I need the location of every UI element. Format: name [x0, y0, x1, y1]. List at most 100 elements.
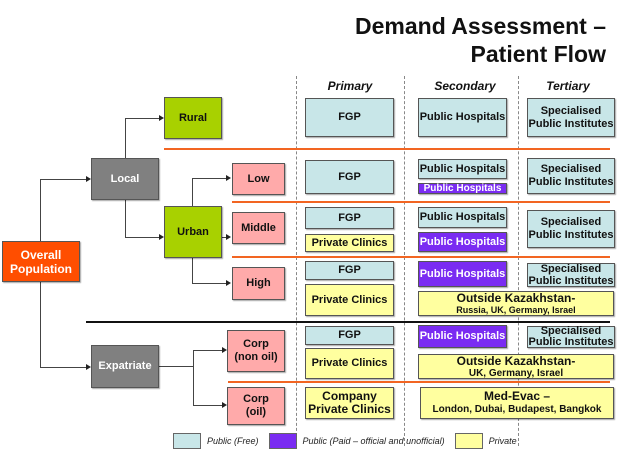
middle-primary-private-clinics[interactable]: Private Clinics	[305, 234, 394, 252]
legend-label: Private	[488, 436, 517, 446]
cell-label-line: Public Institutes	[528, 336, 614, 348]
corp-non-oil-outside-kazakhstan[interactable]: Outside Kazakhstan- UK, Germany, Israel	[418, 354, 614, 379]
legend-swatch-public-free	[173, 433, 201, 449]
connector-line	[40, 179, 41, 241]
legend-label: Public (Paid – official and unofficial)	[302, 436, 445, 446]
node-high[interactable]: High	[232, 267, 285, 300]
column-divider	[518, 76, 519, 446]
connector-line	[192, 178, 193, 216]
arrow-head-icon	[86, 364, 91, 370]
high-outside-kazakhstan[interactable]: Outside Kazakhstan- Russia, UK, Germany,…	[418, 291, 614, 316]
column-divider	[296, 76, 297, 446]
low-secondary-public-free[interactable]: Public Hospitals	[418, 159, 507, 179]
connector-line	[193, 405, 224, 406]
node-corp-oil[interactable]: Corp (oil)	[227, 387, 285, 425]
low-primary-fgp[interactable]: FGP	[305, 160, 394, 194]
node-label-line: (oil)	[245, 406, 267, 418]
arrow-head-icon	[226, 175, 231, 181]
row-divider	[164, 148, 610, 150]
connector-line	[125, 118, 162, 119]
rural-primary-fgp[interactable]: FGP	[305, 98, 394, 137]
column-header-secondary: Secondary	[434, 79, 496, 93]
corp-non-oil-tertiary-specialised[interactable]: Specialised Public Institutes	[527, 326, 615, 348]
node-low[interactable]: Low	[232, 163, 285, 195]
column-header-primary: Primary	[327, 79, 373, 93]
corp-non-oil-primary-private-clinics[interactable]: Private Clinics	[305, 348, 394, 379]
connector-line	[192, 283, 228, 284]
arrow-head-icon	[222, 402, 227, 408]
cell-label-line: UK, Germany, Israel	[468, 367, 564, 379]
arrow-head-icon	[226, 280, 231, 286]
node-urban[interactable]: Urban	[164, 206, 222, 258]
cell-label-line: London, Dubai, Budapest, Bangkok	[432, 404, 602, 415]
connector-line	[192, 178, 228, 179]
segment-divider	[86, 321, 610, 323]
title-line-2: Patient Flow	[470, 41, 606, 67]
cell-label-line: Specialised	[540, 216, 602, 228]
middle-secondary-public-free[interactable]: Public Hospitals	[418, 207, 507, 228]
cell-label-line: Outside Kazakhstan-	[456, 353, 576, 368]
node-label-line: Corp	[243, 338, 269, 350]
column-header-tertiary: Tertiary	[546, 79, 590, 93]
corp-non-oil-secondary-public-paid[interactable]: Public Hospitals	[418, 325, 507, 348]
connector-line	[221, 237, 229, 238]
cell-label-line: Russia, UK, Germany, Israel	[456, 304, 576, 315]
legend-label: Public (Free)	[207, 436, 259, 446]
cell-label-line: Private Clinics	[308, 402, 391, 416]
node-label-line: (non oil)	[234, 351, 278, 363]
cell-label-line: Company	[322, 389, 377, 403]
connector-line	[40, 179, 88, 180]
middle-secondary-public-paid[interactable]: Public Hospitals	[418, 232, 507, 252]
connector-line	[193, 350, 224, 351]
middle-tertiary-specialised[interactable]: Specialised Public Institutes	[527, 210, 615, 248]
connector-line	[193, 350, 194, 406]
node-expatriate[interactable]: Expatriate	[91, 345, 159, 388]
high-primary-fgp[interactable]: FGP	[305, 261, 394, 280]
cell-label-line: Specialised	[540, 104, 602, 117]
column-divider	[404, 76, 405, 446]
middle-primary-fgp[interactable]: FGP	[305, 207, 394, 229]
connector-line	[159, 366, 193, 367]
connector-line	[40, 367, 88, 368]
rural-secondary-public-hospitals[interactable]: Public Hospitals	[418, 98, 507, 137]
title-line-1: Demand Assessment –	[355, 13, 606, 39]
high-primary-private-clinics[interactable]: Private Clinics	[305, 284, 394, 316]
legend-swatch-private	[454, 433, 483, 449]
arrow-head-icon	[226, 234, 231, 240]
connector-line	[125, 199, 126, 237]
page-title: Demand Assessment – Patient Flow	[355, 12, 606, 68]
connector-line	[125, 118, 126, 158]
row-divider	[232, 256, 610, 258]
corp-oil-company-private-clinics[interactable]: Company Private Clinics	[305, 387, 394, 419]
low-secondary-public-paid[interactable]: Public Hospitals	[418, 183, 507, 194]
node-label-line: Corp	[243, 393, 269, 405]
node-corp-non-oil[interactable]: Corp (non oil)	[227, 330, 285, 372]
rural-tertiary-specialised[interactable]: Specialised Public Institutes	[527, 98, 615, 137]
connector-line	[40, 280, 41, 367]
corp-oil-med-evac[interactable]: Med-Evac – London, Dubai, Budapest, Bang…	[420, 387, 614, 419]
cell-label-line: Specialised	[540, 325, 602, 337]
cell-label-line: Outside Kazakhstan-	[456, 290, 576, 305]
arrow-head-icon	[159, 234, 164, 240]
node-middle[interactable]: Middle	[232, 212, 285, 244]
cell-label-line: Public Institutes	[528, 176, 614, 188]
cell-label-line: Specialised	[540, 163, 602, 175]
row-divider	[228, 381, 610, 383]
node-local[interactable]: Local	[91, 158, 159, 200]
arrow-head-icon	[159, 115, 164, 121]
node-overall-population[interactable]: Overall Population	[2, 241, 80, 282]
legend-swatch-public-paid	[268, 433, 297, 449]
low-tertiary-specialised[interactable]: Specialised Public Institutes	[527, 158, 615, 194]
high-tertiary-specialised[interactable]: Specialised Public Institutes	[527, 263, 615, 287]
arrow-head-icon	[222, 347, 227, 353]
corp-non-oil-primary-fgp[interactable]: FGP	[305, 326, 394, 345]
cell-label-line: Public Institutes	[528, 275, 614, 287]
connector-line	[192, 258, 193, 283]
node-rural[interactable]: Rural	[164, 97, 222, 139]
arrow-head-icon	[86, 176, 91, 182]
legend: Public (Free) Public (Paid – official an…	[173, 433, 517, 449]
cell-label-line: Public Institutes	[528, 117, 614, 130]
row-divider	[232, 201, 610, 203]
cell-label-line: Specialised	[540, 263, 602, 275]
high-secondary-public-paid[interactable]: Public Hospitals	[418, 261, 507, 287]
